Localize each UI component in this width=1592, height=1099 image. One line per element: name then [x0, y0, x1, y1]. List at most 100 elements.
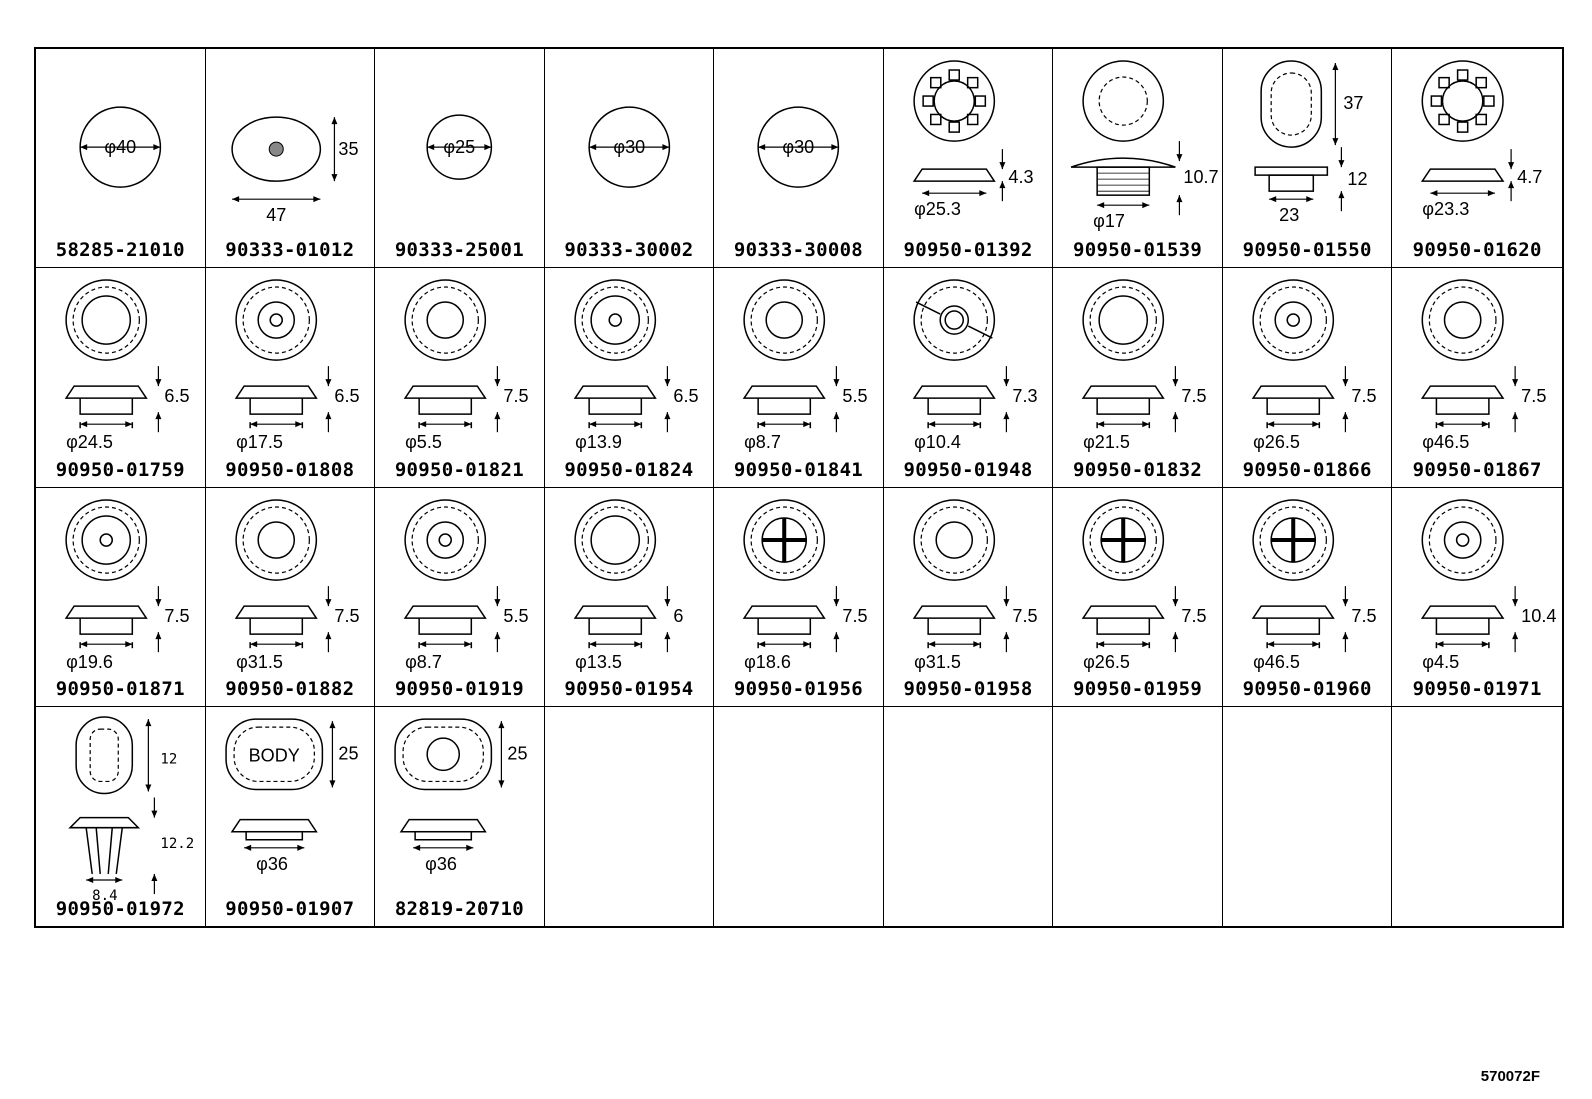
part-number: 90333-30008	[733, 239, 864, 262]
part-number: 90950-01867	[1412, 458, 1542, 481]
height-label: 6.5	[334, 386, 359, 406]
diameter-label: φ21.5	[1083, 432, 1130, 452]
side-view	[1251, 385, 1335, 429]
top-view	[65, 498, 148, 581]
diameter-label: φ18.6	[744, 652, 791, 672]
height-label: 25	[508, 743, 528, 763]
height-label: 7.3	[1012, 386, 1037, 406]
empty-cell	[1223, 706, 1393, 926]
empty-cell	[714, 706, 884, 926]
part-number: 90950-01919	[394, 677, 524, 700]
width-label: 23	[1279, 205, 1299, 225]
part-drawing: φ4.510.4	[1421, 498, 1557, 672]
part-number: 90950-01972	[55, 898, 185, 920]
part-number: 90333-30002	[564, 239, 694, 262]
empty-cell	[1053, 706, 1223, 926]
diameter-label: φ10.4	[914, 432, 961, 452]
top-view	[574, 279, 656, 362]
top-view	[404, 279, 487, 362]
top-view	[1082, 498, 1165, 581]
part-number: 90333-25001	[394, 239, 524, 262]
height-label: 7.5	[1522, 386, 1547, 406]
empty-cell	[884, 706, 1054, 926]
part-drawing: φ8.75.5	[742, 279, 868, 452]
height-label: 7.5	[1351, 606, 1376, 626]
part-number: 90950-01759	[55, 458, 185, 481]
side-view	[573, 385, 657, 429]
depth-label: 12.2	[160, 836, 194, 852]
part-number: 90950-01620	[1412, 239, 1542, 262]
part-number: 90950-01821	[394, 458, 524, 481]
diameter-label: φ30	[613, 137, 645, 157]
part-number: 90950-01959	[1073, 677, 1203, 700]
part-cell: φ30 90333-30002	[544, 49, 715, 269]
top-view	[404, 498, 487, 581]
part-drawing: φ17.5 6.5	[234, 279, 359, 452]
diameter-label: φ23.3	[1423, 199, 1470, 219]
top-view	[234, 498, 317, 581]
part-drawing: φ31.57.5	[234, 498, 359, 672]
diameter-label: φ30	[783, 137, 815, 157]
part-number: 90950-01954	[564, 677, 694, 700]
top-view	[1252, 498, 1334, 581]
side-view	[742, 604, 826, 648]
diameter-label: φ24.5	[66, 432, 113, 452]
height-label: 6	[673, 606, 683, 626]
height-label: 7.5	[1182, 606, 1207, 626]
side-view	[573, 604, 657, 648]
top-view	[743, 498, 826, 581]
part-drawing: φ10.4 7.3	[912, 279, 1037, 452]
empty-cell	[545, 706, 715, 926]
part-number: 90950-01907	[225, 898, 355, 920]
part-number: 58285-21010	[55, 239, 185, 262]
height-label: 4.7	[1518, 167, 1543, 187]
top-view	[65, 279, 148, 362]
part-cell: φ30 90333-30008	[714, 49, 884, 269]
part-drawing: φ30	[588, 106, 670, 188]
side-view	[912, 385, 996, 429]
part-drawing: φ18.67.5	[742, 498, 868, 672]
height-label: 7.5	[334, 606, 359, 626]
height-label: 7.5	[1351, 386, 1376, 406]
part-drawing: φ8.75.5	[403, 498, 529, 672]
diameter-label: φ13.9	[575, 432, 622, 452]
part-number: 90950-01392	[903, 239, 1033, 262]
part-drawing: φ25.34.3	[912, 60, 1033, 219]
side-view	[234, 604, 318, 648]
part-number: 90950-01832	[1073, 458, 1203, 481]
top-view	[913, 279, 995, 362]
part-drawing: φ40	[79, 106, 162, 188]
side-view	[403, 385, 487, 429]
part-number: 90333-01012	[225, 239, 355, 262]
diameter-label: φ17.5	[236, 432, 283, 452]
height-label: 37	[1343, 93, 1363, 113]
part-drawing: φ26.57.5	[1082, 498, 1207, 672]
part-number: 90950-01958	[903, 677, 1033, 700]
part-number: 90950-01550	[1242, 239, 1372, 262]
part-drawing: φ5.57.5	[403, 279, 529, 452]
part-drawing: φ23.3 4.7	[1421, 60, 1543, 219]
part-number: 90950-01882	[225, 677, 355, 700]
side-view	[1082, 385, 1166, 429]
top-view	[1421, 279, 1505, 362]
body-emblem: BODY	[248, 745, 299, 765]
side-view	[1421, 604, 1505, 648]
